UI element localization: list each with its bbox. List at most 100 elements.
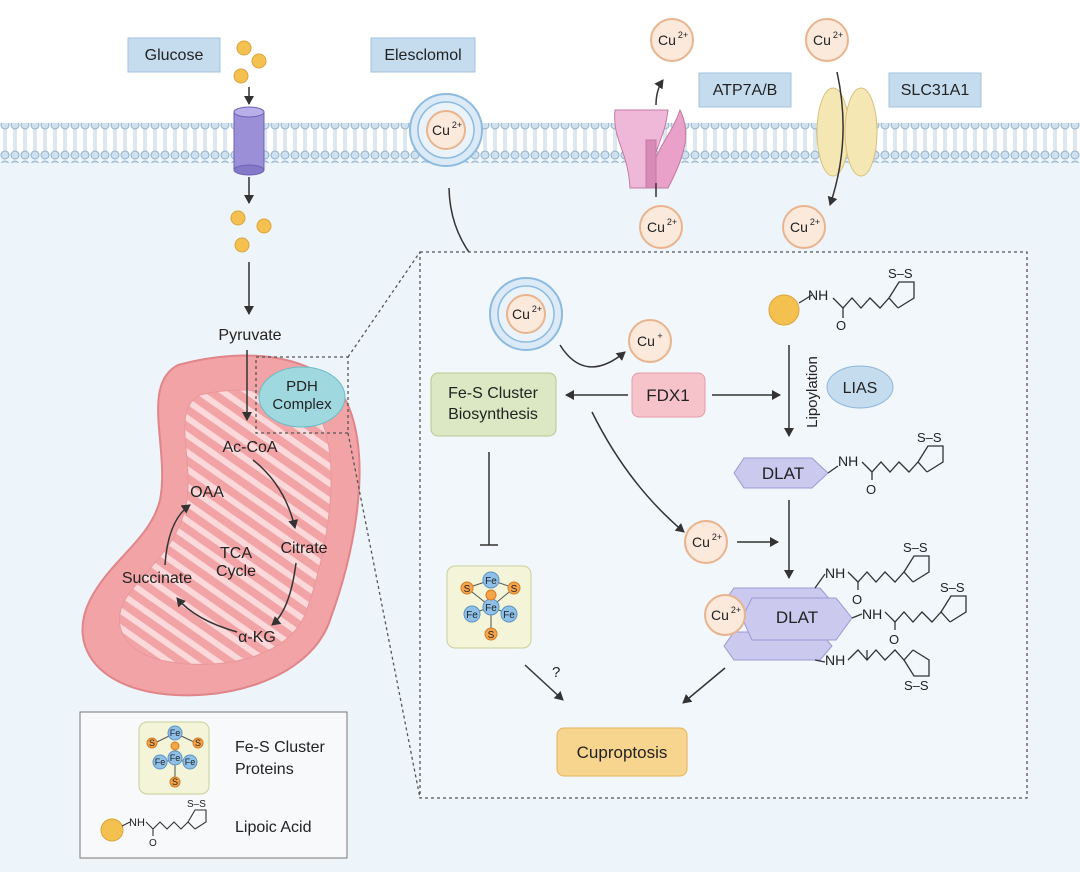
dlat-oligomer (723, 587, 853, 661)
legend-fes-line2: Proteins (235, 761, 294, 778)
legend-fes-icon: Fe Fe Fe Fe S S S (138, 721, 210, 795)
svg-text:Cu: Cu (658, 32, 676, 48)
legend-fes-line1: Fe-S Cluster (235, 739, 325, 756)
succinate-label: Succinate (122, 570, 192, 587)
oaa-label: OAA (190, 484, 224, 501)
svg-text:2+: 2+ (678, 30, 688, 40)
svg-text:Cu: Cu (692, 534, 710, 550)
svg-text:S–S: S–S (187, 799, 206, 810)
svg-text:Fe: Fe (466, 610, 478, 621)
svg-text:S–S: S–S (903, 540, 928, 555)
svg-text:2+: 2+ (532, 304, 542, 314)
svg-text:Fe: Fe (485, 576, 497, 587)
slc31a1-label-box (888, 72, 982, 108)
fes-biosynthesis-box (430, 372, 557, 437)
svg-text:2+: 2+ (452, 120, 462, 130)
svg-text:NH: NH (825, 565, 845, 581)
cuproptosis-box (556, 727, 688, 777)
svg-text:S–S: S–S (904, 678, 929, 693)
glucose-transporter-icon (233, 106, 265, 176)
svg-text:Cu: Cu (790, 219, 808, 235)
tca-label-line2: Cycle (216, 563, 256, 580)
cell-membrane (0, 123, 1080, 163)
svg-text:S: S (195, 738, 201, 748)
copper-ion-1: Cu 2+ (650, 18, 694, 62)
lipoic-chains-oligomer (814, 555, 967, 677)
mitochondrion (81, 354, 361, 697)
svg-text:NH: NH (862, 606, 882, 622)
svg-text:Cu: Cu (512, 306, 530, 322)
lias-label: LIAS (843, 380, 878, 397)
dlat-protein (733, 457, 829, 489)
svg-text:+: + (657, 331, 662, 341)
fes-cluster-icon: Fe Fe Fe Fe S S S (446, 565, 532, 649)
cuproptosis-label: Cuproptosis (577, 743, 668, 762)
svg-text:S–S: S–S (888, 266, 913, 281)
fdx1-label: FDX1 (646, 386, 689, 405)
svg-text:S: S (511, 584, 518, 595)
svg-text:Fe: Fe (170, 728, 181, 738)
lipoyl-carrier-icon (768, 294, 800, 326)
lipoylation-label: Lipoylation (804, 356, 821, 428)
svg-text:2+: 2+ (810, 217, 820, 227)
copper-ion-6: Cu 2+ (704, 594, 746, 636)
tca-label-line1: TCA (220, 545, 252, 562)
svg-text:O: O (836, 318, 846, 333)
svg-text:Cu: Cu (711, 607, 729, 623)
pdh-complex (258, 366, 346, 428)
lipoic-chain-top (798, 281, 915, 318)
lias-enzyme (826, 365, 894, 409)
pyruvate-label: Pyruvate (218, 327, 281, 344)
svg-text:S–S: S–S (917, 430, 942, 445)
svg-text:NH: NH (838, 453, 858, 469)
pdh-label-line2: Complex (272, 396, 332, 413)
lipoic-chain-dlat (827, 445, 944, 480)
svg-text:S–S: S–S (940, 580, 965, 595)
svg-text:O: O (889, 632, 899, 647)
svg-text:Cu: Cu (432, 122, 450, 138)
copper-ion-4: Cu 2+ (782, 205, 826, 249)
svg-text:2+: 2+ (833, 30, 843, 40)
svg-text:NH: NH (129, 817, 145, 829)
svg-text:2+: 2+ (667, 217, 677, 227)
legend-box (79, 711, 348, 859)
svg-text:S: S (464, 584, 471, 595)
svg-text:Fe: Fe (155, 757, 166, 767)
inner-elesclomol-complex: Cu 2+ (489, 277, 563, 351)
svg-text:2+: 2+ (712, 532, 722, 542)
fes-biosynthesis-line2: Biosynthesis (448, 406, 538, 423)
question-mark: ? (552, 664, 560, 681)
atp7-label: ATP7A/B (713, 82, 778, 99)
glucose-molecules (230, 40, 272, 253)
dlat-label-1: DLAT (762, 464, 804, 483)
elesclomol-copper-complex: Cu 2+ (409, 93, 483, 167)
pdh-label-line1: PDH (286, 378, 318, 395)
legend-lipoic-icon: NH O S–S (100, 799, 207, 849)
svg-text:Cu: Cu (647, 219, 665, 235)
svg-text:2+: 2+ (731, 605, 741, 615)
fes-biosynthesis-line1: Fe-S Cluster (448, 385, 538, 402)
legend-lipoic-label: Lipoic Acid (235, 819, 312, 836)
svg-text:O: O (852, 592, 862, 607)
svg-text:Cu: Cu (637, 333, 655, 349)
svg-text:Fe: Fe (503, 610, 515, 621)
svg-text:S: S (149, 738, 155, 748)
svg-text:O: O (149, 838, 157, 849)
tca-arrows (164, 459, 299, 633)
atp7-transporter-icon (614, 108, 687, 189)
citrate-label: Citrate (280, 540, 327, 557)
copper-ion-cu1: Cu + (628, 319, 672, 363)
atp7-label-box (698, 72, 792, 108)
svg-text:NH: NH (808, 287, 828, 303)
elesclomol-label-box (370, 37, 476, 73)
svg-text:Fe: Fe (170, 753, 181, 763)
svg-text:O: O (866, 482, 876, 497)
glucose-label: Glucose (145, 47, 204, 64)
slc31a1-label: SLC31A1 (901, 82, 970, 99)
fdx1-box (631, 372, 706, 418)
svg-text:Cu: Cu (813, 32, 831, 48)
svg-text:Fe: Fe (485, 603, 497, 614)
svg-text:S: S (488, 630, 495, 641)
